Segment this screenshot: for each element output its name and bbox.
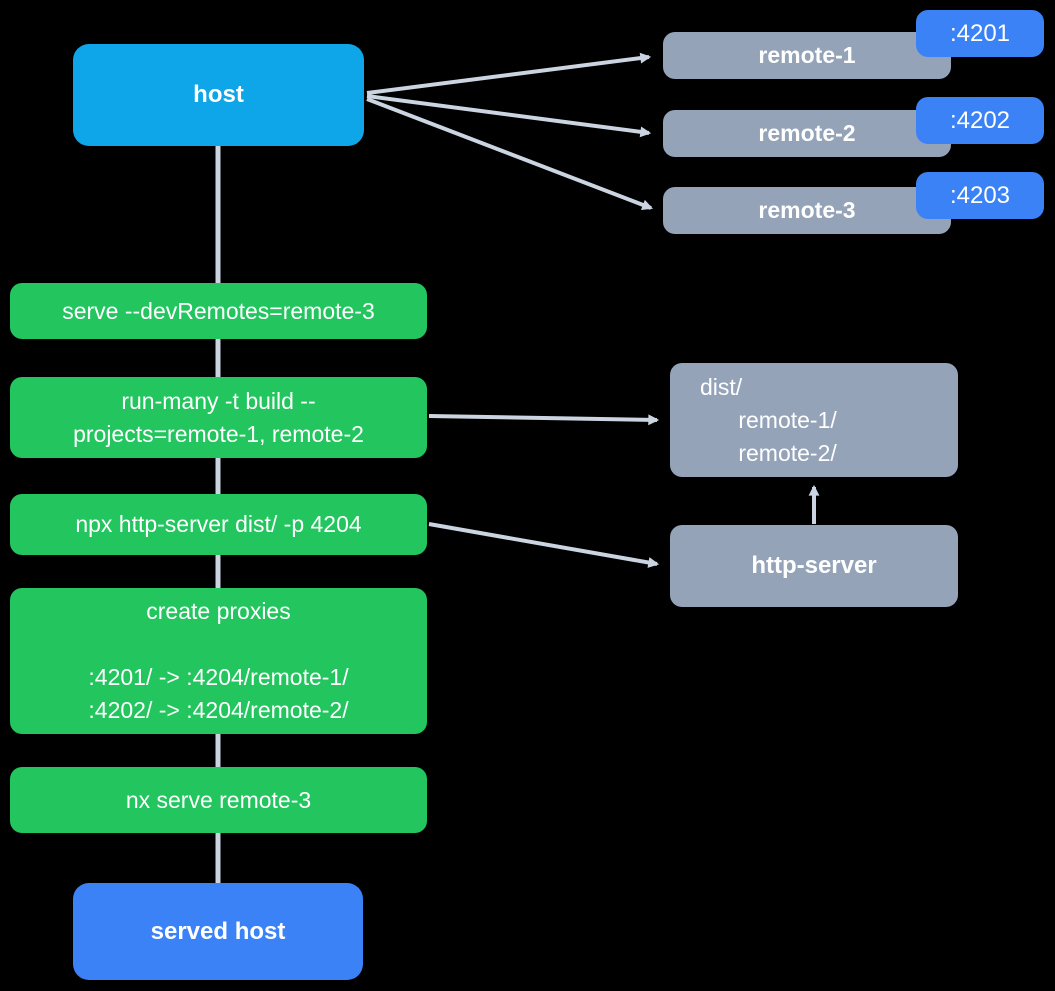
remote-3-node: remote-3 <box>663 187 951 234</box>
command-nx-serve-remote-3: nx serve remote-3 <box>10 767 427 833</box>
arrow-host-to-remote-1 <box>366 52 652 95</box>
remote-1-node: remote-1 <box>663 32 951 79</box>
arrow-build-to-dist <box>428 414 660 426</box>
served-host-node: served host <box>73 883 363 980</box>
dist-folder-node: dist/ remote-1/ remote-2/ <box>670 363 958 477</box>
arrow-host-to-remote-2 <box>366 94 652 138</box>
http-server-node: http-server <box>670 525 958 607</box>
arrow-host-to-remote-3 <box>366 97 654 210</box>
command-serve-dev-remotes: serve --devRemotes=remote-3 <box>10 283 427 339</box>
port-badge-4201: :4201 <box>916 10 1044 57</box>
remote-2-node: remote-2 <box>663 110 951 157</box>
command-npx-http-server: npx http-server dist/ -p 4204 <box>10 494 427 555</box>
arrow-npx-to-http-server <box>428 522 660 568</box>
port-badge-4202: :4202 <box>916 97 1044 144</box>
host-node: host <box>73 44 364 146</box>
command-run-many-build: run-many -t build -- projects=remote-1, … <box>10 377 427 458</box>
port-badge-4203: :4203 <box>916 172 1044 219</box>
command-create-proxies: create proxies :4201/ -> :4204/remote-1/… <box>10 588 427 734</box>
